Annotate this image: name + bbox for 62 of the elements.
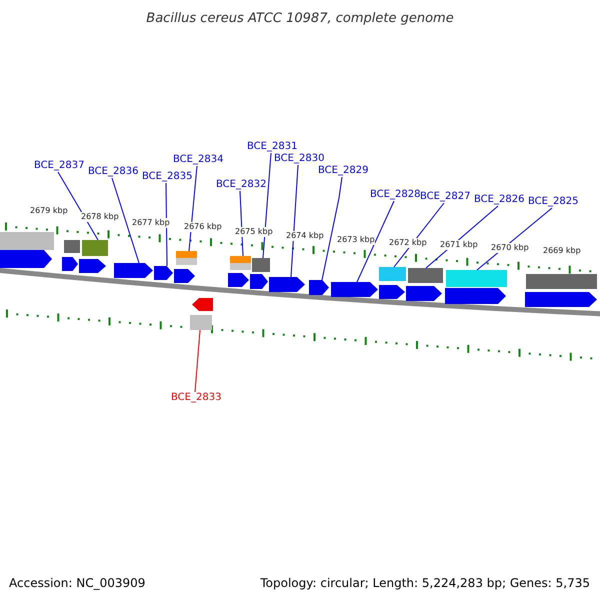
gene-feature [525,292,597,307]
gene-feature [379,267,406,281]
gene-feature [408,268,443,283]
gene-feature [176,251,197,258]
scale-label: 2676 kbp [184,222,222,232]
gene-label: BCE_2826 [474,194,524,206]
gene-feature [406,286,442,301]
gene-feature [82,240,108,256]
gene-feature [230,263,251,270]
gene-feature [526,274,597,289]
gene-label: BCE_2827 [420,191,470,203]
gene-label: BCE_2833 [171,392,222,404]
leader-line [356,200,394,282]
gene-feature [64,240,80,253]
gene-feature [174,269,195,283]
gene-feature [154,266,173,280]
leader-line [166,182,168,266]
gene-label: BCE_2830 [274,153,324,165]
title: Bacillus cereus ATCC 10987, complete genome [145,10,455,28]
gene-feature [445,288,506,304]
gene-label: BCE_2828 [370,189,420,201]
gene-feature [62,257,78,271]
scale-label: 2679 kbp [30,206,68,216]
footer-text: Topology: circular; Length: 5,224,283 bp; Genes: 5,735 [260,575,590,592]
scale-label: 2677 kbp [132,218,170,228]
scale-label: 2675 kbp [235,227,273,237]
scale-label: 2671 kbp [440,240,478,250]
gene-label: BCE_2829 [318,165,368,177]
gene-feature [0,250,52,268]
leader-line [262,152,272,258]
gene-label: BCE_2836 [88,166,138,178]
scale-label: 2674 kbp [286,231,324,241]
gene-feature [228,273,249,287]
gene-feature [252,258,270,272]
gene-feature [79,259,106,273]
gene-feature [309,280,329,295]
gene-feature [331,282,378,297]
gene-label: BCE_2835 [142,171,192,183]
leader-line [322,176,342,280]
gene-label: BCE_2834 [173,154,224,166]
gene-label: BCE_2831 [247,141,298,153]
gene-feature [176,258,197,265]
gene-label: BCE_2825 [528,196,578,208]
scale-label: 2678 kbp [81,212,119,222]
scale-label: 2669 kbp [543,246,581,256]
gene-feature [379,285,405,299]
scale-label: 2673 kbp [337,235,375,245]
gene-feature [250,274,268,289]
gene-label: BCE_2832 [216,179,266,191]
leader-line [58,172,98,240]
scale-label: 2670 kbp [491,243,529,253]
leader-line [194,330,200,392]
gene-feature [230,256,251,263]
gene-feature [446,270,507,287]
leader-line [290,164,298,278]
gene-label: BCE_2837 [34,160,84,172]
gene-feature [190,315,212,330]
scale-label: 2672 kbp [389,238,427,248]
leader-line [112,178,140,264]
gene-feature [192,298,213,311]
gene-feature [0,232,54,250]
footer-text: Accession: NC_003909 [9,575,146,592]
